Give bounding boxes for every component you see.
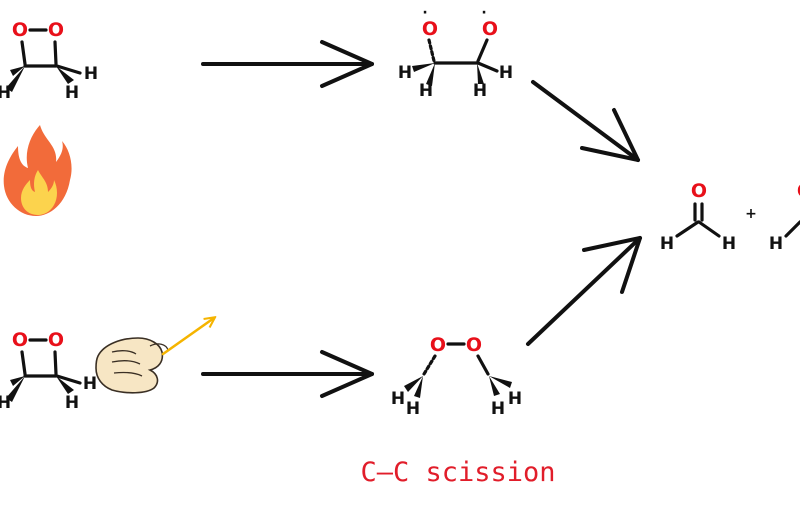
reaction-arrow-top xyxy=(201,40,374,88)
c-o-bond xyxy=(20,350,27,376)
dioxetane-reactant-bottom: O O H H H xyxy=(0,329,97,413)
wedge-bond xyxy=(6,66,25,92)
reaction-arrow-converge-bottom xyxy=(526,236,642,346)
hydrogen-atom: H xyxy=(406,399,420,419)
wedge-bond xyxy=(10,66,25,76)
c-o-bond xyxy=(53,40,58,66)
hydrogen-atom: H xyxy=(0,83,11,103)
wedge-bond xyxy=(489,376,512,388)
hydrogen-atom: H xyxy=(391,389,405,409)
dashed-c-o-bond xyxy=(422,354,437,376)
hydrogen-atom: H xyxy=(769,234,783,254)
c-o-bond xyxy=(20,40,27,66)
c-h-bond xyxy=(55,374,82,385)
wedge-bond xyxy=(477,63,484,84)
hydrogen-atom: H xyxy=(491,399,505,419)
c-h-bond xyxy=(55,64,82,75)
c-o-bond xyxy=(53,350,58,376)
wedge-bond xyxy=(56,66,74,84)
hydrogen-atom: H xyxy=(660,234,674,254)
wedge-bond xyxy=(404,376,423,392)
hydrogen-atom: H xyxy=(722,234,736,254)
wedge-bond xyxy=(489,376,500,396)
c-c-scission-caption: C–C scission xyxy=(360,457,555,488)
c-h-bond xyxy=(675,220,700,238)
c-h-bond xyxy=(784,220,800,238)
biradical-intermediate: · · O O H H H H xyxy=(398,5,513,101)
wedge-bond xyxy=(56,376,74,394)
scission-intermediate: O O H H H H xyxy=(391,334,522,419)
formaldehyde-product: O H H xyxy=(660,180,736,254)
oxygen-atom: O xyxy=(12,329,28,351)
pulling-hand-icon xyxy=(95,318,214,394)
oxygen-atom: O xyxy=(12,19,28,41)
oxygen-atom: O xyxy=(430,334,446,356)
hydrogen-atom: H xyxy=(84,64,98,84)
dashed-c-o-bond xyxy=(427,38,436,63)
radical-dot: · xyxy=(481,5,486,21)
oxygen-atom: O xyxy=(691,180,707,202)
hydrogen-atom: H xyxy=(473,81,487,101)
formaldehyde-product-partial: O H xyxy=(769,180,800,254)
oxygen-atom: O xyxy=(466,334,482,356)
wedge-bond xyxy=(426,63,435,86)
oxygen-atom: O xyxy=(482,18,498,40)
force-arrow xyxy=(161,318,214,356)
c-o-bond xyxy=(476,38,489,63)
c-h-bond xyxy=(476,61,499,73)
wedge-bond xyxy=(6,376,25,402)
oxygen-atom: O xyxy=(48,19,64,41)
wedge-bond xyxy=(10,376,25,386)
dioxetane-reactant-top: O O H H H xyxy=(0,19,98,103)
hydrogen-atom: H xyxy=(499,63,513,83)
hydrogen-atom: H xyxy=(419,81,433,101)
reaction-arrow-converge-top xyxy=(531,80,640,162)
hydrogen-atom: H xyxy=(65,393,79,413)
plus-sign: + xyxy=(745,206,757,222)
hydrogen-atom: H xyxy=(398,63,412,83)
c-h-bond xyxy=(697,220,721,238)
wedge-bond xyxy=(414,376,423,398)
hydrogen-atom: H xyxy=(83,374,97,394)
oxygen-atom: O xyxy=(48,329,64,351)
oxygen-atom: O xyxy=(797,180,800,202)
wedge-bond xyxy=(412,63,435,72)
flame-icon xyxy=(3,125,72,216)
oxygen-atom: O xyxy=(422,18,438,40)
radical-dot: · xyxy=(422,5,427,21)
c-o-bond xyxy=(476,354,490,376)
hydrogen-atom: H xyxy=(0,393,11,413)
reaction-arrow-bottom xyxy=(201,350,374,398)
hydrogen-atom: H xyxy=(65,83,79,103)
hydrogen-atom: H xyxy=(508,389,522,409)
